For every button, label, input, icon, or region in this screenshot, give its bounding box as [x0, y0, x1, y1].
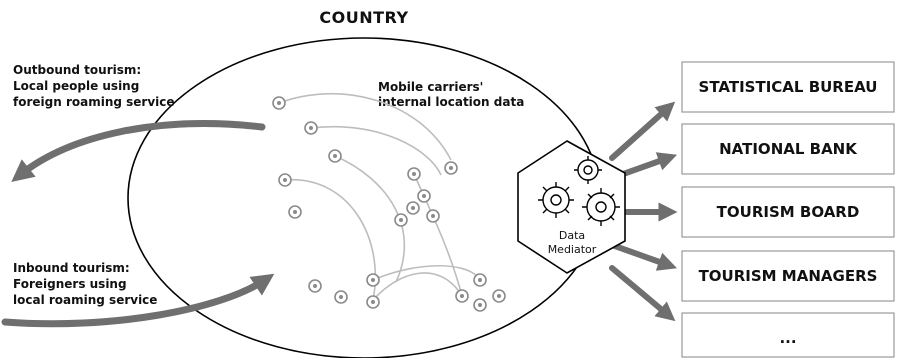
agency-box-more: ...	[681, 312, 895, 358]
outbound-arrow	[11, 120, 266, 182]
mobile-data-line-2: internal location data	[378, 95, 524, 109]
movement-traces	[278, 92, 481, 301]
gears-icon	[538, 156, 620, 226]
agency-boxes: STATISTICAL BUREAU NATIONAL BANK TOURISM…	[681, 61, 895, 358]
location-node-icon	[407, 167, 421, 181]
trace-path	[372, 264, 481, 281]
inbound-arrow	[1, 273, 275, 328]
agency-label: NATIONAL BANK	[719, 140, 858, 158]
location-node-icon	[304, 121, 318, 135]
mobile-data-line-1: Mobile carriers'	[378, 80, 483, 94]
location-node-icon	[328, 149, 342, 163]
location-node-icon	[394, 213, 408, 227]
location-node-icon	[417, 189, 431, 203]
country-title: COUNTRY	[319, 8, 408, 27]
location-node-icon	[444, 161, 458, 175]
location-node-icon	[492, 289, 506, 303]
agency-label: TOURISM BOARD	[717, 203, 860, 221]
agency-box-tourism-managers: TOURISM MANAGERS	[681, 250, 895, 302]
outbound-line-2: Local people using	[13, 79, 139, 93]
location-node-icon	[366, 295, 380, 309]
outbound-line-1: Outbound tourism:	[13, 63, 141, 77]
trace-path	[284, 179, 377, 301]
trace-path	[278, 92, 452, 161]
arrow-to-more	[609, 265, 676, 322]
inbound-line-1: Inbound tourism:	[13, 261, 130, 275]
location-node-icon	[308, 279, 322, 293]
location-node-icon	[473, 298, 487, 312]
agency-label: ...	[779, 329, 796, 347]
location-node-icon	[288, 205, 302, 219]
trace-path	[372, 272, 463, 301]
inbound-line-3: local roaming service	[13, 293, 157, 307]
location-node-icon	[272, 96, 286, 110]
location-node-icon	[278, 173, 292, 187]
mobile-data-label: Mobile carriers' internal location data	[378, 80, 524, 109]
inbound-line-2: Foreigners using	[13, 277, 127, 291]
agency-label: TOURISM MANAGERS	[699, 267, 878, 285]
agency-box-tourism-board: TOURISM BOARD	[681, 186, 895, 238]
location-node-icon	[406, 201, 420, 215]
inbound-label: Inbound tourism: Foreigners using local …	[13, 261, 157, 307]
trace-path	[310, 126, 442, 176]
location-node-icon	[334, 290, 348, 304]
outbound-line-3: foreign roaming service	[13, 95, 175, 109]
trace-path	[413, 173, 463, 297]
location-node-icon	[455, 289, 469, 303]
mediator-hexagon	[517, 140, 626, 274]
agency-box-national-bank: NATIONAL BANK	[681, 123, 895, 175]
data-mediator: Data Mediator	[517, 140, 626, 274]
mediator-line-1: Data	[559, 229, 585, 242]
location-node-icon	[426, 209, 440, 223]
outbound-label: Outbound tourism: Local people using for…	[13, 63, 175, 109]
agency-label: STATISTICAL BUREAU	[699, 78, 878, 96]
location-nodes	[272, 96, 506, 312]
arrow-to-statistical-bureau	[609, 101, 676, 161]
agency-box-statistical-bureau: STATISTICAL BUREAU	[681, 61, 895, 113]
arrow-to-tourism-managers	[609, 242, 678, 271]
mediator-line-2: Mediator	[548, 243, 597, 256]
trace-path	[334, 155, 406, 283]
location-node-icon	[366, 273, 380, 287]
location-node-icon	[473, 273, 487, 287]
